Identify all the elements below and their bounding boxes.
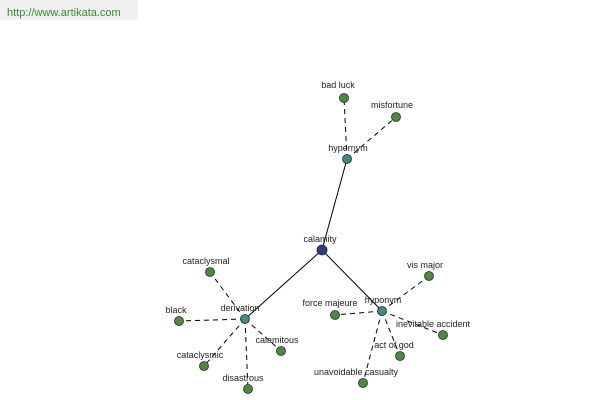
node-act-of-god[interactable] [395, 351, 405, 361]
edge-hypernym-bad-luck [343, 97, 348, 160]
label-derivation: derivation [220, 303, 259, 313]
node-misfortune[interactable] [391, 112, 401, 122]
label-cataclysmic: cataclysmic [177, 350, 224, 360]
edge-calamity-derivation [244, 249, 323, 320]
edge-calamity-hyponym [321, 249, 383, 312]
site-url-link[interactable]: http://www.artikata.com [7, 7, 121, 19]
label-unavoidable-casualty: unavoidable casualty [314, 367, 399, 377]
edge-hyponym-inevitable-accident [381, 310, 444, 336]
edge-derivation-cataclysmic [203, 318, 246, 367]
node-hypernym[interactable] [342, 154, 352, 164]
label-force-majeure: force majeure [302, 298, 357, 308]
label-calamity: calamity [303, 234, 337, 244]
label-act-of-god: act of god [374, 340, 414, 350]
label-inevitable-accident: inevitable accident [396, 319, 471, 329]
edge-hyponym-force-majeure [334, 310, 383, 316]
label-cataclysmal: cataclysmal [182, 256, 229, 266]
graph-nodes [174, 93, 448, 394]
label-vis-major: vis major [407, 260, 443, 270]
label-disastrous: disastrous [222, 373, 264, 383]
node-vis-major[interactable] [424, 271, 434, 281]
label-calamitous: calamitous [255, 335, 299, 345]
edge-derivation-cataclysmal [209, 271, 246, 320]
label-black: black [165, 305, 187, 315]
edge-derivation-black [178, 318, 246, 322]
edge-derivation-disastrous [244, 318, 249, 390]
node-inevitable-accident[interactable] [438, 330, 448, 340]
edge-hyponym-act-of-god [381, 310, 401, 357]
node-force-majeure[interactable] [330, 310, 340, 320]
node-bad-luck[interactable] [339, 93, 349, 103]
edge-derivation-calamitous [244, 318, 282, 352]
node-derivation[interactable] [240, 314, 250, 324]
node-black[interactable] [174, 316, 184, 326]
url-bar: http://www.artikata.com [0, 0, 138, 20]
node-calamity[interactable] [316, 244, 328, 256]
node-disastrous[interactable] [243, 384, 253, 394]
label-bad-luck: bad luck [321, 80, 355, 90]
edge-hyponym-vis-major [381, 275, 430, 312]
label-misfortune: misfortune [371, 100, 413, 110]
label-hypernym: hypernym [328, 143, 368, 153]
node-cataclysmal[interactable] [205, 267, 215, 277]
node-cataclysmic[interactable] [199, 361, 209, 371]
edge-hyponym-unavoidable-casualty [362, 310, 383, 384]
graph-labels: calamity hypernym derivation hyponym bad luc… [165, 80, 470, 383]
node-hyponym[interactable] [377, 306, 387, 316]
label-hyponym: hyponym [365, 295, 402, 305]
edge-hypernym-misfortune [346, 116, 397, 160]
graph-edges [178, 97, 444, 390]
edge-calamity-hypernym [321, 158, 348, 251]
node-calamitous[interactable] [276, 346, 286, 356]
node-unavoidable-casualty[interactable] [358, 378, 368, 388]
